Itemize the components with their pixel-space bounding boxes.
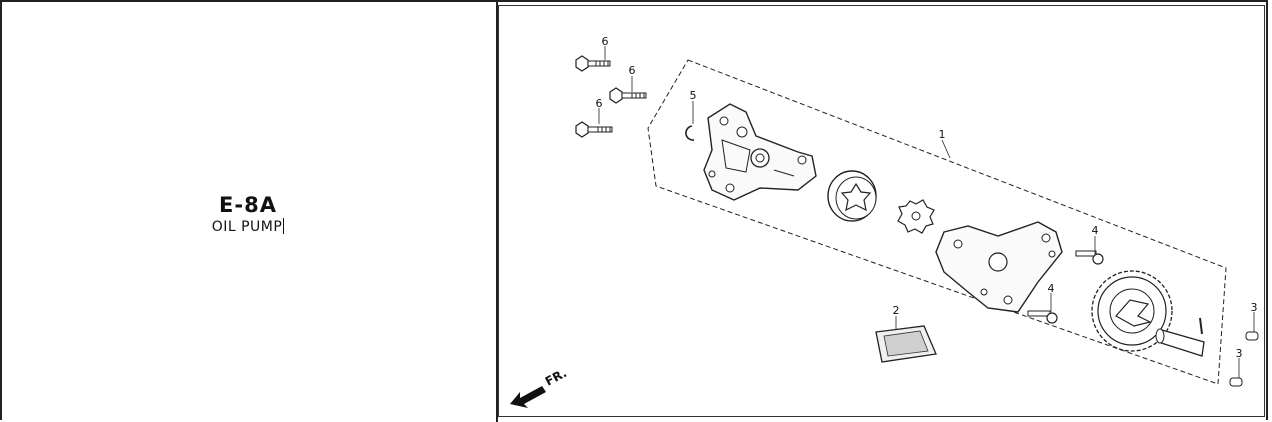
bolt-part-6-a[interactable] [575, 55, 611, 72]
callout-1: 1 [939, 128, 946, 141]
title-block: E-8A OIL PUMP [0, 0, 496, 422]
screw-part-4-b[interactable] [1027, 310, 1058, 324]
pump-shaft[interactable] [1155, 317, 1205, 357]
oil-pump-gear[interactable] [1091, 270, 1173, 352]
assembly-outline [647, 59, 1227, 385]
inner-rotor[interactable] [897, 199, 935, 234]
front-arrow-icon [510, 386, 546, 408]
callout-3-a: 3 [1251, 301, 1258, 314]
screw-part-4-a[interactable] [1075, 250, 1104, 265]
callout-4-a: 4 [1092, 224, 1099, 237]
pump-body[interactable] [703, 103, 817, 201]
section-name-row: OIL PUMP [0, 218, 496, 235]
exploded-diagram: 6 6 6 5 1 4 4 2 3 3 FR. [510, 35, 1259, 408]
clip-part-5[interactable] [685, 125, 695, 141]
column-divider [496, 0, 498, 422]
pump-cover[interactable] [935, 221, 1063, 313]
section-code: E-8A [219, 193, 277, 217]
callout-6-c: 6 [596, 97, 603, 110]
diagram-panel [498, 5, 1265, 417]
front-direction-label: FR. [543, 366, 569, 389]
leader-lines [598, 46, 1255, 378]
callout-2: 2 [893, 304, 900, 317]
callout-3-b: 3 [1236, 347, 1243, 360]
outer-rotor[interactable] [827, 170, 877, 222]
bolt-part-6-b[interactable] [609, 87, 647, 104]
text-cursor [283, 218, 285, 234]
bolt-part-6-c[interactable] [575, 121, 613, 138]
callout-6-a: 6 [602, 35, 609, 48]
callout-4-b: 4 [1048, 282, 1055, 295]
callout-5: 5 [690, 89, 697, 102]
section-name: OIL PUMP [211, 219, 283, 235]
oil-strainer-part-2[interactable] [875, 325, 937, 363]
callout-6-b: 6 [629, 64, 636, 77]
dowel-pin-part-3-b[interactable] [1229, 377, 1243, 387]
dowel-pin-part-3-a[interactable] [1245, 331, 1259, 341]
